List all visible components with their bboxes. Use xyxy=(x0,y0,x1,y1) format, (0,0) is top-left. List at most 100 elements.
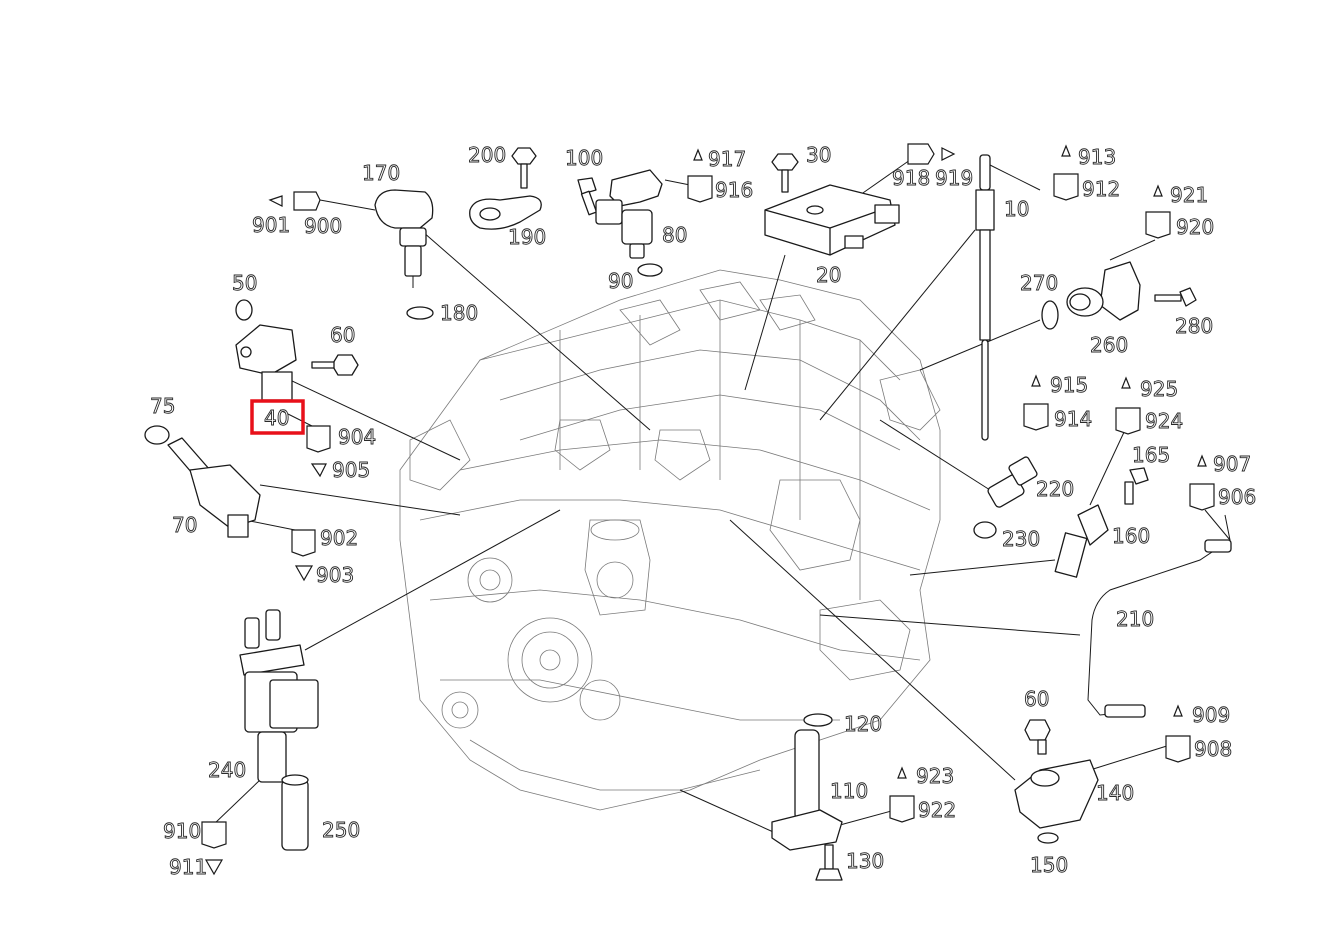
label-10: 10 xyxy=(1004,197,1029,221)
label-923: 923 xyxy=(916,764,954,788)
label-270: 270 xyxy=(1020,271,1058,295)
label-75: 75 xyxy=(150,394,175,418)
connector-914-symbol xyxy=(1023,403,1049,431)
label-40: 40 xyxy=(264,406,289,430)
label-160: 160 xyxy=(1112,524,1150,548)
connector-904-symbol xyxy=(306,425,331,453)
part-165-bolt xyxy=(1124,467,1149,505)
connector-919-symbol xyxy=(941,147,956,161)
part-140-sensor xyxy=(1014,759,1099,829)
connector-920-symbol xyxy=(1145,211,1171,239)
part-10-glow-plug xyxy=(975,154,995,441)
label-230: 230 xyxy=(1002,527,1040,551)
connector-915-symbol xyxy=(1031,374,1041,387)
label-50: 50 xyxy=(232,271,257,295)
part-200-bolt xyxy=(511,147,537,189)
part-210-temperature-sensor xyxy=(1087,514,1232,718)
label-165: 165 xyxy=(1132,443,1170,467)
part-180-o-ring xyxy=(406,306,434,320)
label-190: 190 xyxy=(508,225,546,249)
connector-900-symbol xyxy=(293,191,321,211)
part-150-seal xyxy=(1037,832,1059,844)
label-250: 250 xyxy=(322,818,360,842)
part-60-bolt-b xyxy=(1024,719,1051,755)
connector-908-symbol xyxy=(1165,735,1191,763)
part-20-control-unit xyxy=(764,184,900,256)
label-918: 918 xyxy=(892,166,930,190)
part-40-pressure-sensor xyxy=(235,324,297,401)
label-120: 120 xyxy=(844,712,882,736)
part-220-pressure-switch xyxy=(987,456,1038,508)
connector-911-symbol xyxy=(204,859,224,876)
part-260-sensor xyxy=(1066,261,1141,321)
label-100: 100 xyxy=(565,146,603,170)
connector-912-symbol xyxy=(1053,173,1079,201)
label-260: 260 xyxy=(1090,333,1128,357)
label-210: 210 xyxy=(1116,607,1154,631)
part-110-sensor xyxy=(771,729,843,851)
connector-917-symbol xyxy=(693,148,703,161)
connector-906-symbol xyxy=(1189,483,1215,511)
label-240: 240 xyxy=(208,758,246,782)
part-170-sensor xyxy=(374,189,434,288)
leader-lines xyxy=(212,159,1231,836)
part-130-bolt xyxy=(815,844,843,881)
connector-907-symbol xyxy=(1197,454,1207,467)
part-250-cap xyxy=(281,774,309,851)
label-901: 901 xyxy=(252,213,290,237)
part-50-o-ring xyxy=(235,299,253,321)
label-909: 909 xyxy=(1192,703,1230,727)
part-240-valve xyxy=(239,609,319,783)
part-190-gasket xyxy=(469,195,542,230)
label-915: 915 xyxy=(1050,373,1088,397)
label-170: 170 xyxy=(362,161,400,185)
label-905: 905 xyxy=(332,458,370,482)
part-75-o-ring xyxy=(144,425,170,445)
label-70: 70 xyxy=(172,513,197,537)
label-20: 20 xyxy=(816,263,841,287)
label-914: 914 xyxy=(1054,407,1092,431)
connector-916-symbol xyxy=(687,175,713,203)
connector-923-symbol xyxy=(897,766,907,779)
label-902: 902 xyxy=(320,526,358,550)
connector-910-symbol xyxy=(201,821,227,849)
label-919: 919 xyxy=(935,166,973,190)
label-906: 906 xyxy=(1218,485,1256,509)
label-922: 922 xyxy=(918,798,956,822)
label-907: 907 xyxy=(1213,452,1251,476)
label-130: 130 xyxy=(846,849,884,873)
highlight-box-40 xyxy=(250,399,305,435)
connector-924-symbol xyxy=(1115,407,1141,435)
label-60-a: 60 xyxy=(330,323,355,347)
label-903: 903 xyxy=(316,563,354,587)
label-910: 910 xyxy=(163,819,201,843)
connector-921-symbol xyxy=(1153,184,1163,197)
label-900: 900 xyxy=(304,214,342,238)
label-140: 140 xyxy=(1096,781,1134,805)
label-200: 200 xyxy=(468,143,506,167)
connector-symbols xyxy=(201,143,1215,876)
connector-901-symbol xyxy=(268,195,283,207)
label-911: 911 xyxy=(169,855,207,879)
connector-918-symbol xyxy=(907,143,935,165)
part-labels: 170 200 100 917 916 30 918 919 913 912 9… xyxy=(150,143,1257,880)
connector-922-symbol xyxy=(889,795,915,823)
label-220: 220 xyxy=(1036,477,1074,501)
label-917: 917 xyxy=(708,147,746,171)
part-60-bolt-a xyxy=(311,354,359,376)
connector-925-symbol xyxy=(1121,376,1131,389)
part-120-o-ring xyxy=(803,713,833,727)
connector-909-symbol xyxy=(1173,704,1183,717)
label-908: 908 xyxy=(1194,737,1232,761)
label-912: 912 xyxy=(1082,177,1120,201)
engine-block xyxy=(399,269,941,811)
label-150: 150 xyxy=(1030,853,1068,877)
part-90-o-ring xyxy=(637,263,663,277)
label-924: 924 xyxy=(1145,409,1183,433)
part-230-seal xyxy=(973,521,997,539)
label-921: 921 xyxy=(1170,183,1208,207)
label-925: 925 xyxy=(1140,377,1178,401)
label-913: 913 xyxy=(1078,145,1116,169)
part-280-bolt xyxy=(1154,287,1197,307)
